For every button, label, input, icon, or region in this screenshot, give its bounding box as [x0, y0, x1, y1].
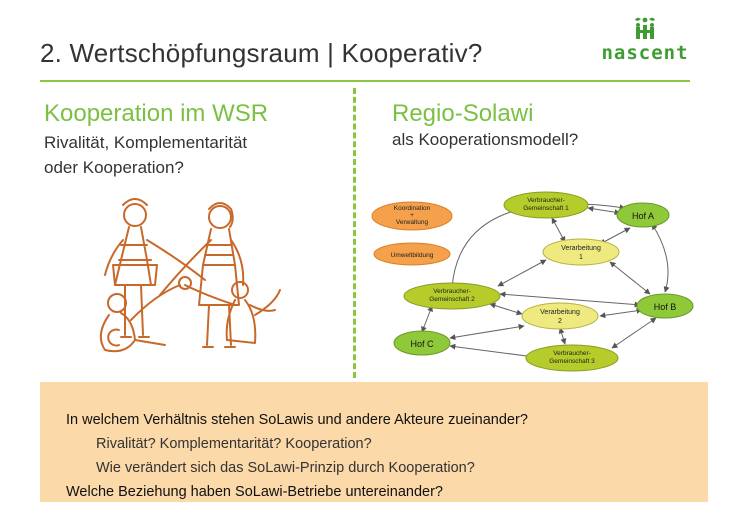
question-4: Welche Beziehung haben SoLawi-Betriebe u… [66, 484, 443, 500]
edge-hofa-verarb1 [599, 227, 631, 245]
question-3: Wie verändert sich das SoLawi-Prinzip du… [96, 460, 475, 476]
nascent-logo: nascent [600, 16, 690, 68]
edge-verarb2-hofb [599, 307, 643, 319]
node-verarb2-line1: Verarbeitung [540, 309, 580, 316]
node-vg1-line2: Gemeinschaft 1 [523, 205, 569, 212]
edge-verarb1-hofb [609, 261, 651, 295]
sprout-people-icon [635, 17, 655, 39]
node-verarb2: Verarbeitung 2 [521, 302, 599, 330]
node-umweltbildung-label: Umweltbildung [391, 252, 434, 259]
node-vg3: Verbraucher- Gemeinschaft 3 [525, 344, 619, 372]
question-1: In welchem Verhältnis stehen SoLawis und… [66, 412, 528, 428]
node-koordination-line1: Koordination [394, 205, 431, 212]
node-vg2-line2: Gemeinschaft 2 [429, 296, 475, 303]
slide-title: 2. Wertschöpfungsraum | Kooperativ? [40, 38, 483, 68]
right-subtitle: als Kooperationsmodell? [392, 130, 579, 149]
node-verarb1-line2: 1 [579, 254, 583, 261]
node-umweltbildung: Umweltbildung [373, 242, 451, 266]
title-underline [40, 80, 690, 82]
edge-verarb1-vg2 [497, 259, 547, 287]
node-vg1: Verbraucher- Gemeinschaft 1 [503, 191, 589, 219]
node-koordination-line3: Verwaltung [396, 219, 429, 226]
edge-hofc-verarb2 [449, 323, 525, 341]
edge-vg2-verarb2 [489, 302, 523, 316]
column-divider [353, 88, 356, 378]
edge-vg1-hofa [587, 205, 621, 216]
node-hofa: Hof A [616, 202, 670, 228]
edge-hofb-vg3 [611, 317, 657, 349]
node-vg3-line1: Verbraucher- [553, 350, 591, 357]
left-subtitle: Rivalität, Komplementarität oder Koopera… [44, 130, 247, 180]
edge-verarb2-vg3 [558, 327, 567, 345]
edge-vg2-hofb [499, 291, 641, 308]
logo-text: nascent [601, 42, 689, 64]
node-koordination: Koordination + Verwaltung [371, 201, 453, 231]
node-verarb1: Verarbeitung 1 [542, 238, 620, 266]
question-2: Rivalität? Komplementarität? Kooperation… [96, 436, 372, 452]
cooperation-network-diagram: Koordination + Verwaltung Umweltbildung … [371, 191, 694, 372]
node-vg2: Verbraucher- Gemeinschaft 2 [403, 282, 501, 310]
node-vg2-line1: Verbraucher- [433, 288, 471, 295]
node-hofb: Hof B [636, 293, 694, 319]
questions-box: In welchem Verhältnis stehen SoLawis und… [40, 382, 708, 502]
edge-vg2-hofc [421, 305, 433, 333]
edge-vg1-verarb1 [551, 217, 566, 243]
node-vg1-line1: Verbraucher- [527, 197, 565, 204]
node-hofc: Hof C [393, 330, 451, 356]
node-koordination-line2: + [410, 212, 414, 219]
node-hofb-label: Hof B [654, 302, 677, 312]
left-subtitle-line1: Rivalität, Komplementarität [44, 133, 248, 152]
node-hofa-label: Hof A [632, 211, 654, 221]
left-subtitle-line2: oder Kooperation? [44, 158, 184, 177]
left-heading: Kooperation im WSR [44, 100, 269, 127]
node-verarb1-line1: Verarbeitung [561, 245, 601, 252]
node-vg3-line2: Gemeinschaft 3 [549, 358, 595, 365]
right-heading: Regio-Solawi [392, 100, 534, 127]
node-hofc-label: Hof C [410, 339, 434, 349]
cooperation-sketch-image [99, 198, 281, 353]
edge-hofa-hofb [651, 223, 670, 293]
node-verarb2-line2: 2 [558, 318, 562, 325]
